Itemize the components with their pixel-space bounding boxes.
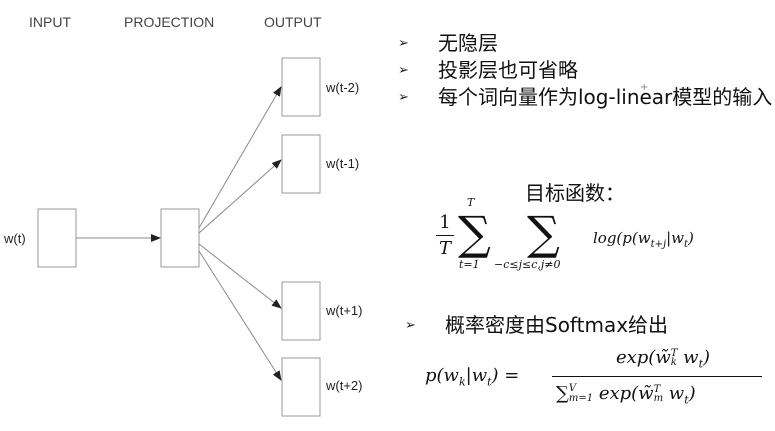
projection-header: PROJECTION xyxy=(124,14,214,30)
output-box-2 xyxy=(281,134,321,194)
arrow-to-output-2 xyxy=(198,159,282,234)
output-word-label-1: w(t-2) xyxy=(325,80,359,95)
fraction-numerator: 1 xyxy=(439,212,451,233)
bullet-list: ➢ 无隐层 ➢ 投影层也可省略 ➢ 每个词向量作为log-linear模型的输入 xyxy=(398,30,773,111)
output-header: OUTPUT xyxy=(264,14,322,30)
input-word-label: w(t) xyxy=(3,231,26,246)
bullet-item: ➢ 每个词向量作为log-linear模型的输入 xyxy=(398,84,773,111)
outer-sum-sigma: ∑ xyxy=(458,206,491,260)
projection-box xyxy=(160,208,200,268)
bullet-text: 每个词向量作为log-linear模型的输入 xyxy=(438,85,773,109)
input-box xyxy=(37,208,77,268)
bullet-text: 投影层也可省略 xyxy=(438,58,578,82)
bullet-item: ➢ 投影层也可省略 xyxy=(398,57,773,84)
softmax-fraction-bar xyxy=(552,376,762,377)
softmax-lhs: p(wk|wt) = xyxy=(425,365,520,389)
output-word-label-3: w(t+1) xyxy=(325,303,362,318)
bullet-text: 无隐层 xyxy=(438,31,498,55)
output-word-label-4: w(t+2) xyxy=(325,378,362,393)
bullet-item: ➢ 无隐层 xyxy=(398,30,773,57)
cursor-crosshair-icon: + xyxy=(640,82,649,93)
arrow-bullet-icon: ➢ xyxy=(398,63,409,78)
input-header: INPUT xyxy=(29,14,71,30)
arrow-to-output-1 xyxy=(198,86,282,229)
softmax-bullet-text: 概率密度由Softmax给出 xyxy=(445,313,669,337)
outer-sum-upper: T xyxy=(467,196,475,209)
arrow-bullet-icon: ➢ xyxy=(398,36,409,51)
skip-gram-diagram: INPUT PROJECTION OUTPUT w(t) w(t-2) w(t-… xyxy=(3,14,362,417)
arrow-to-output-3 xyxy=(198,243,282,309)
objective-title: 目标函数： xyxy=(525,181,625,205)
objective-formula: 1 T T ∑ t=1 ∑ −c≤j≤c,j≠0 log(p(wt+j|wt) xyxy=(432,196,772,274)
arrow-to-output-4 xyxy=(198,250,282,381)
arrow-bullet-icon: ➢ xyxy=(398,90,409,105)
objective-fraction: 1 T xyxy=(436,212,454,259)
inner-sum-lower: −c≤j≤c,j≠0 xyxy=(494,258,561,271)
outer-sum-lower: t=1 xyxy=(459,258,480,271)
arrow-bullet-icon: ➢ xyxy=(405,318,416,333)
output-word-label-2: w(t-1) xyxy=(325,156,359,171)
objective-term: log(p(wt+j|wt) xyxy=(593,229,694,250)
output-box-3 xyxy=(281,281,321,341)
output-box-1 xyxy=(281,57,321,117)
fraction-denominator: T xyxy=(438,238,451,259)
softmax-bullet: ➢ 概率密度由Softmax给出 xyxy=(405,312,775,339)
output-box-4 xyxy=(281,357,321,417)
inner-sum-sigma: ∑ xyxy=(527,206,560,260)
